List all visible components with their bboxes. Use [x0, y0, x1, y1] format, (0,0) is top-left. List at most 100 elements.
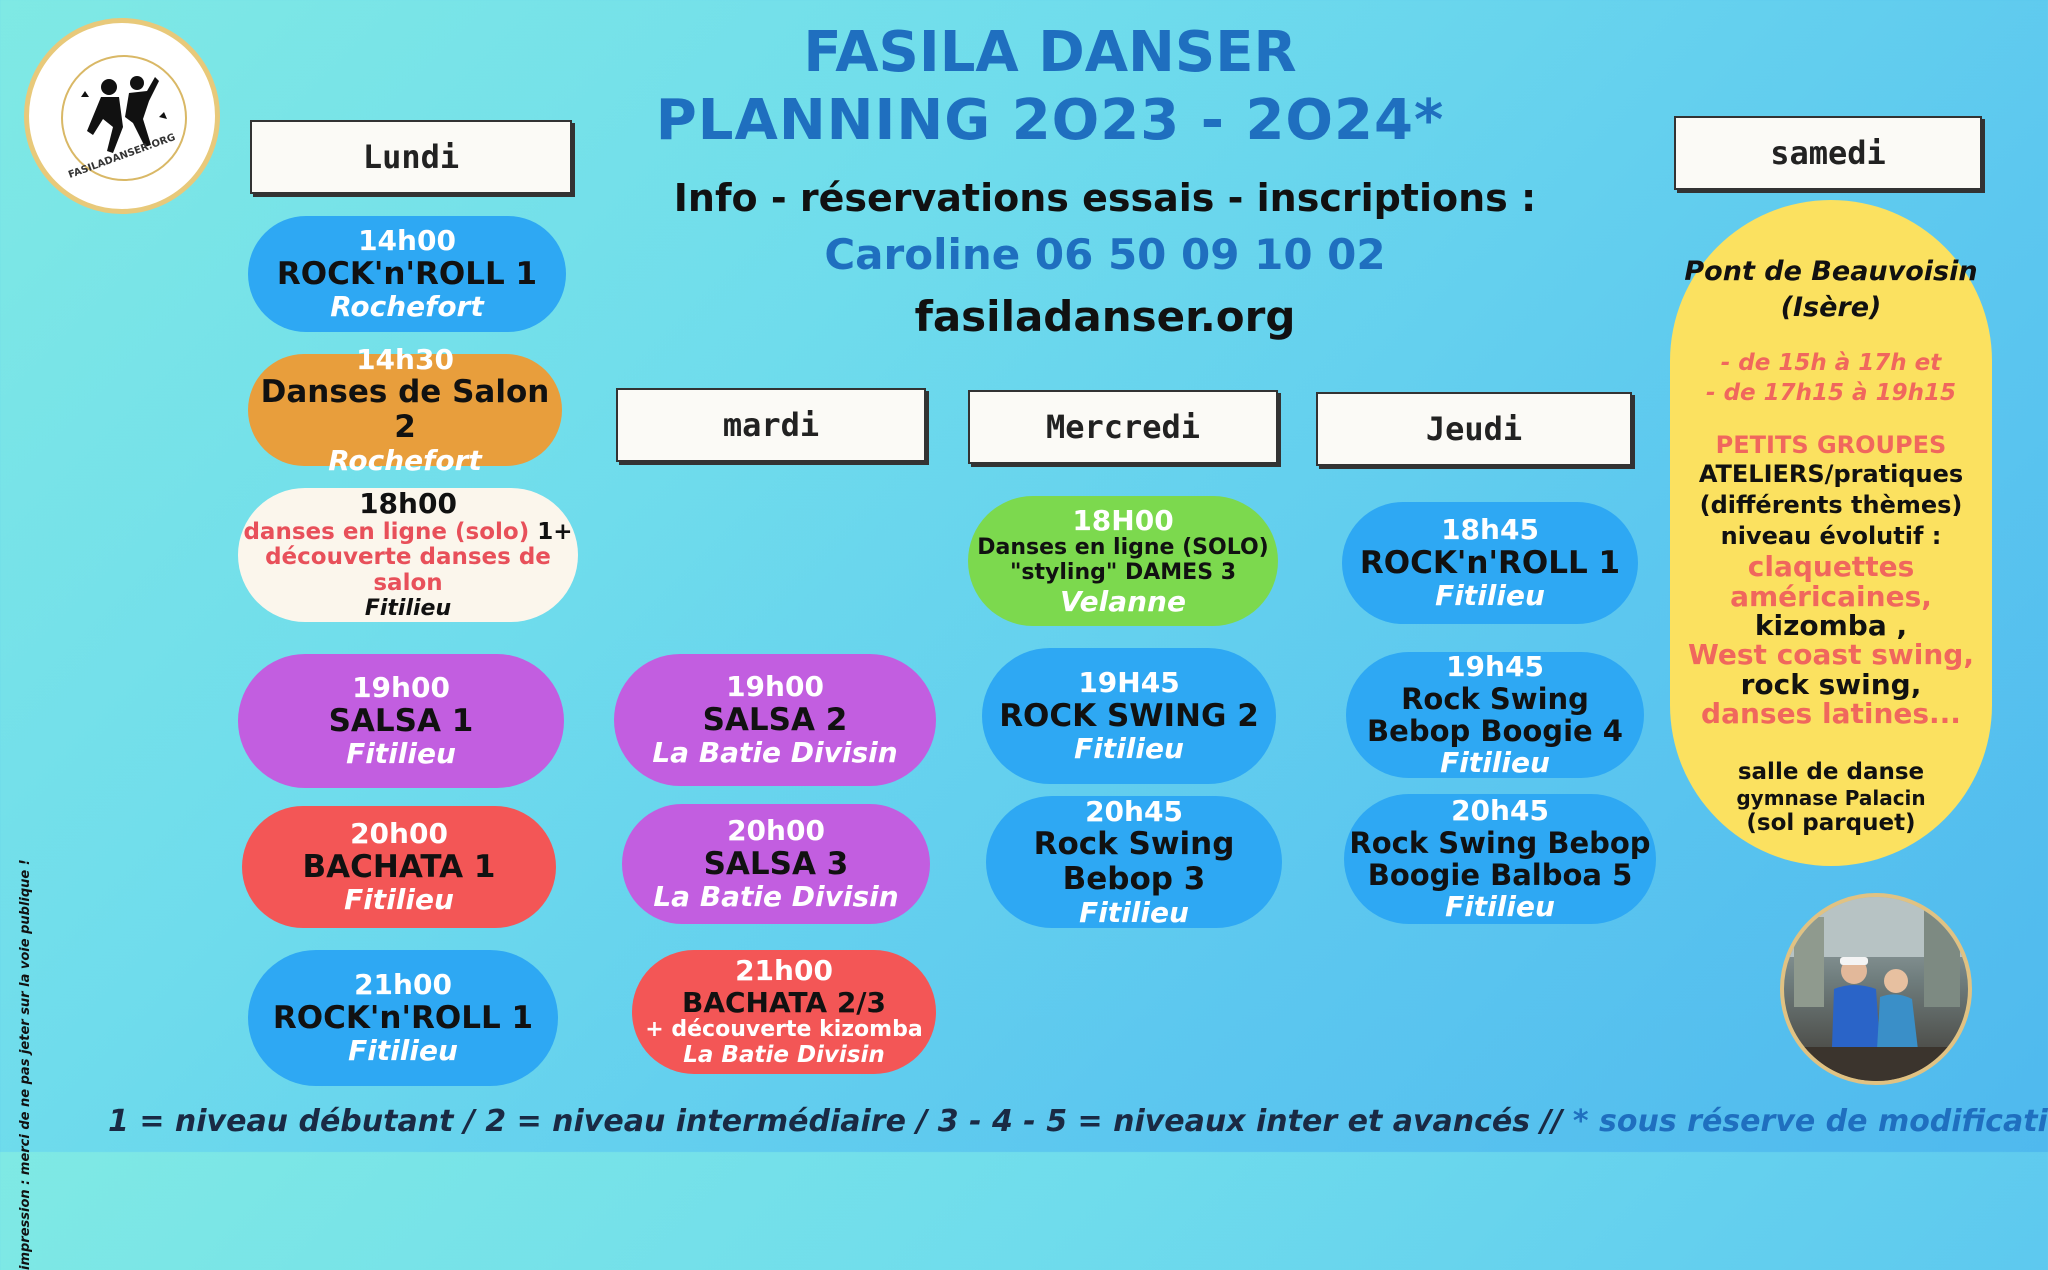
class-name: BACHATA 2/3	[681, 985, 887, 1019]
class-card[interactable]: 21h00 BACHATA 2/3 + découverte kizomba L…	[632, 950, 936, 1074]
class-location: Fitilieu	[1074, 732, 1184, 766]
saturday-line: niveau évolutif :	[1720, 522, 1942, 551]
class-location: Velanne	[1060, 584, 1186, 618]
class-card[interactable]: 18h45 ROCK'n'ROLL 1 Fitilieu	[1342, 502, 1638, 624]
class-name-extra: découverte danses de salon	[265, 544, 551, 597]
class-name: Danses de Salon 2	[260, 374, 550, 445]
main-title: FASILA DANSER	[803, 20, 1297, 85]
class-level: 1+	[529, 518, 573, 545]
saturday-line: (différents thèmes)	[1699, 490, 1963, 519]
class-time: 18H00	[1072, 504, 1174, 538]
class-location: Rochefort	[328, 443, 482, 477]
class-time: 19h45	[1446, 650, 1544, 684]
class-card[interactable]: 19h00 SALSA 1 Fitilieu	[238, 654, 564, 788]
class-time: 19h00	[726, 670, 824, 704]
saturday-venue: salle de danse	[1737, 758, 1925, 785]
class-time: 19H45	[1078, 666, 1180, 700]
day-header-mercredi: Mercredi	[968, 390, 1278, 464]
class-card[interactable]: 18H00 Danses en ligne (SOLO) "styling" D…	[968, 496, 1278, 626]
class-time: 19h00	[352, 671, 450, 705]
class-time: 20h00	[727, 814, 825, 848]
phone-line: Caroline 06 50 09 10 02	[824, 230, 1386, 279]
levels-legend: 1 = niveau débutant / 2 = niveau intermé…	[108, 1104, 2048, 1139]
class-name: danses en ligne (solo)	[243, 518, 530, 545]
side-note: impression : merci de ne pas jeter sur l…	[18, 859, 33, 1270]
saturday-line: ATELIERS/pratiques	[1698, 459, 1964, 488]
saturday-style: claquettes américaines,	[1730, 550, 1932, 613]
class-location: Fitilieu	[364, 595, 452, 621]
saturday-hours-2: - de 17h15 à 19h15	[1706, 379, 1956, 406]
saturday-style: West coast swing,	[1688, 638, 1974, 672]
class-card[interactable]: 14h30 Danses de Salon 2 Rochefort	[248, 344, 562, 476]
class-location: Rochefort	[330, 290, 484, 324]
info-line: Info - réservations essais - inscription…	[673, 176, 1537, 220]
class-time: 14h00	[358, 224, 456, 258]
class-location: Fitilieu	[1435, 579, 1545, 613]
saturday-venue-floor: (sol parquet)	[1746, 810, 1916, 837]
class-card[interactable]: 20h45 Rock Swing Bebop 3 Fitilieu	[986, 796, 1282, 928]
saturday-location: Pont de Beauvoisin	[1684, 256, 1978, 287]
levels-text: 1 = niveau débutant / 2 = niveau intermé…	[108, 1104, 1563, 1139]
class-name: Rock Swing Bebop	[1349, 825, 1651, 860]
class-name: Danses en ligne (SOLO)	[977, 535, 1269, 561]
class-location: Fitilieu	[348, 1034, 458, 1068]
class-name-extra: "styling" DAMES 3	[1009, 560, 1237, 585]
class-time: 18h00	[359, 487, 457, 521]
logo: FASILADANSER.ORG	[24, 18, 220, 214]
class-location: Fitilieu	[1440, 746, 1550, 780]
disclaimer-text: * sous réserve de modifications	[1572, 1104, 2048, 1139]
class-card[interactable]: 19H45 ROCK SWING 2 Fitilieu	[982, 648, 1276, 784]
class-card[interactable]: 20h00 SALSA 3 La Batie Divisin	[622, 804, 930, 924]
day-header-lundi: Lundi	[250, 120, 572, 194]
class-card[interactable]: 14h00 ROCK'n'ROLL 1 Rochefort	[248, 216, 566, 332]
logo-ring	[61, 55, 187, 181]
class-name: Rock Swing	[1401, 681, 1589, 716]
class-time: 14h30	[356, 342, 454, 376]
saturday-panel[interactable]: Pont de Beauvoisin (Isère) - de 15h à 17…	[1670, 200, 1992, 866]
saturday-style: kizomba ,	[1754, 609, 1908, 642]
class-card[interactable]: 20h00 BACHATA 1 Fitilieu	[242, 806, 556, 928]
class-name: ROCK'n'ROLL 1	[272, 999, 534, 1036]
class-name: SALSA 1	[328, 702, 474, 739]
class-name-extra: Boogie Balboa 5	[1367, 858, 1633, 892]
saturday-style: danses latines...	[1701, 697, 1961, 731]
saturday-region: (Isère)	[1780, 292, 1882, 324]
dancers-photo	[1780, 893, 1972, 1085]
saturday-style: rock swing,	[1740, 667, 1922, 701]
class-location: La Batie Divisin	[683, 1041, 885, 1068]
day-header-mardi: mardi	[616, 388, 926, 462]
class-name: ROCK'n'ROLL 1	[1359, 544, 1621, 581]
class-location: Fitilieu	[344, 883, 454, 917]
class-location: La Batie Divisin	[653, 880, 899, 914]
class-card[interactable]: 19h45 Rock Swing Bebop Boogie 4 Fitilieu	[1346, 650, 1644, 780]
class-name-extra: Bebop 3	[1062, 861, 1206, 897]
class-card[interactable]: 18h00 danses en ligne (solo) 1+ découver…	[238, 488, 578, 622]
saturday-groups: PETITS GROUPES	[1715, 430, 1947, 459]
class-time: 21h00	[735, 954, 833, 988]
class-name-extra: Bebop Boogie 4	[1367, 714, 1623, 748]
website-link[interactable]: fasiladanser.org	[914, 292, 1296, 341]
class-time: 20h45	[1451, 794, 1549, 828]
class-name: ROCK SWING 2	[999, 697, 1259, 734]
class-name: BACHATA 1	[302, 848, 496, 885]
class-time: 20h45	[1085, 794, 1183, 828]
class-name: Rock Swing	[1033, 826, 1235, 863]
class-time: 21h00	[354, 968, 452, 1002]
class-name: SALSA 3	[703, 845, 849, 882]
dancers-icon	[81, 76, 167, 153]
couple-photo-icon	[1784, 897, 1968, 1081]
class-card[interactable]: 19h00 SALSA 2 La Batie Divisin	[614, 654, 936, 786]
class-location: Fitilieu	[346, 737, 456, 771]
class-location: Fitilieu	[1079, 895, 1189, 929]
class-time: 18h45	[1441, 513, 1539, 547]
saturday-hours-1: - de 15h à 17h et	[1720, 349, 1942, 376]
class-name: ROCK'n'ROLL 1	[276, 255, 538, 292]
class-time: 20h00	[350, 817, 448, 851]
class-subtitle: + découverte kizomba	[645, 1017, 923, 1043]
class-name: SALSA 2	[702, 701, 848, 738]
planning-title: PLANNING 2O23 - 2O24*	[655, 88, 1445, 153]
class-location: Fitilieu	[1445, 890, 1555, 924]
class-location: La Batie Divisin	[652, 736, 898, 770]
class-card[interactable]: 20h45 Rock Swing Bebop Boogie Balboa 5 F…	[1344, 794, 1656, 924]
class-card[interactable]: 21h00 ROCK'n'ROLL 1 Fitilieu	[248, 950, 558, 1086]
